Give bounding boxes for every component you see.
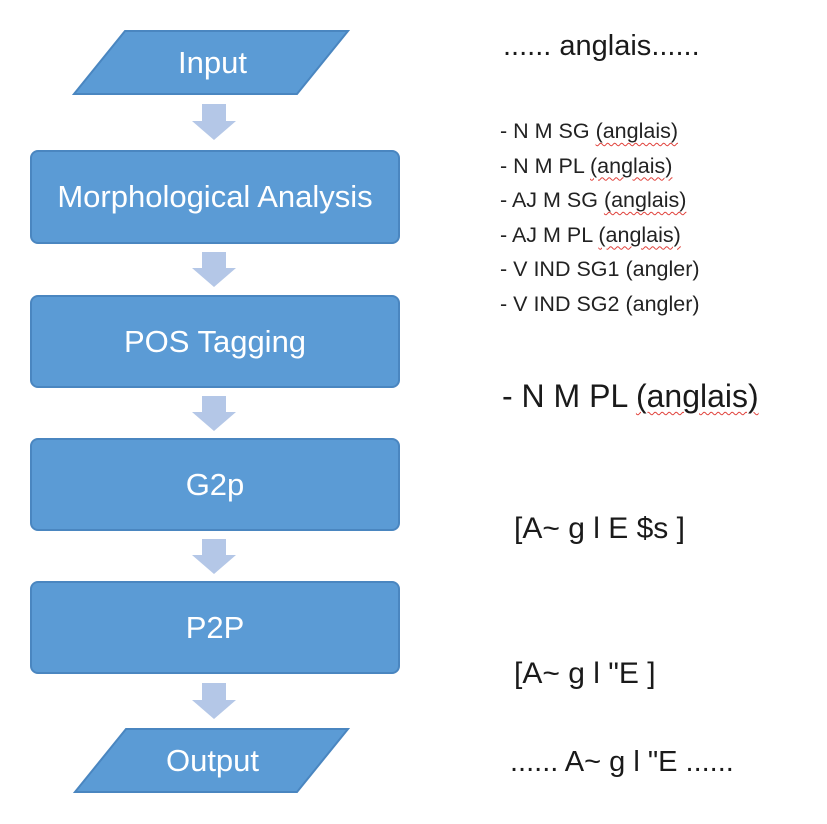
morph-tags: - AJ M SG	[500, 188, 604, 212]
morph-tags: - V IND SG2	[500, 291, 626, 316]
arrow-down-icon	[192, 539, 236, 574]
output-text: ...... A~ g l "E ......	[510, 746, 734, 778]
arrow-down-icon	[192, 683, 236, 719]
step-p2p: P2P	[30, 581, 400, 674]
list-item: - V IND SG1 (angler)	[500, 252, 700, 287]
morph-tags: - AJ M PL	[500, 222, 599, 247]
input-text-word: anglais	[559, 30, 652, 62]
input-text: ...... anglais......	[503, 30, 700, 63]
input-label: Input	[178, 44, 247, 80]
g2p-result: [A~ g l E $s ]	[514, 512, 685, 545]
step-label: P2P	[185, 609, 245, 645]
morph-lemma: (anglais)	[590, 153, 673, 178]
pos-result-lemma: (anglais)	[635, 378, 759, 414]
morph-lemma: (anglais)	[595, 119, 679, 143]
list-item: - N M PL (anglais)	[500, 149, 700, 184]
morph-lemma: (anglais)	[598, 222, 681, 247]
morph-lemma: (angler)	[625, 291, 700, 316]
list-item: - AJ M PL (anglais)	[500, 218, 700, 253]
morph-tags: - N M SG	[500, 119, 596, 143]
morph-lemma: (angler)	[625, 257, 700, 281]
arrow-down-icon	[192, 104, 236, 140]
morph-tags: - N M PL	[500, 153, 590, 178]
step-morphological-analysis: Morphological Analysis	[30, 150, 400, 244]
arrow-down-icon	[192, 252, 236, 287]
output-label: Output	[165, 742, 260, 778]
pos-result: - N M PL (anglais)	[502, 378, 759, 415]
step-pos-tagging: POS Tagging	[30, 295, 400, 388]
list-item: - AJ M SG (anglais)	[500, 183, 700, 218]
morph-tags: - V IND SG1	[500, 257, 626, 281]
pos-result-tags: - N M PL	[502, 378, 636, 414]
morph-results-list: - N M SG (anglais) - N M PL (anglais) - …	[500, 114, 700, 321]
morph-lemma: (anglais)	[603, 188, 687, 212]
arrow-down-icon	[192, 396, 236, 431]
p2p-result: [A~ g l "E ]	[514, 657, 656, 690]
step-g2p: G2p	[30, 438, 400, 531]
input-parallelogram	[71, 30, 351, 95]
step-label: G2p	[185, 466, 245, 502]
input-text-prefix: ......	[503, 30, 560, 62]
step-label: POS Tagging	[123, 323, 307, 359]
step-label: Morphological Analysis	[57, 179, 373, 214]
list-item: - V IND SG2 (angler)	[500, 287, 700, 322]
list-item: - N M SG (anglais)	[500, 114, 700, 149]
input-text-suffix: ......	[651, 30, 700, 62]
output-parallelogram	[72, 728, 351, 793]
